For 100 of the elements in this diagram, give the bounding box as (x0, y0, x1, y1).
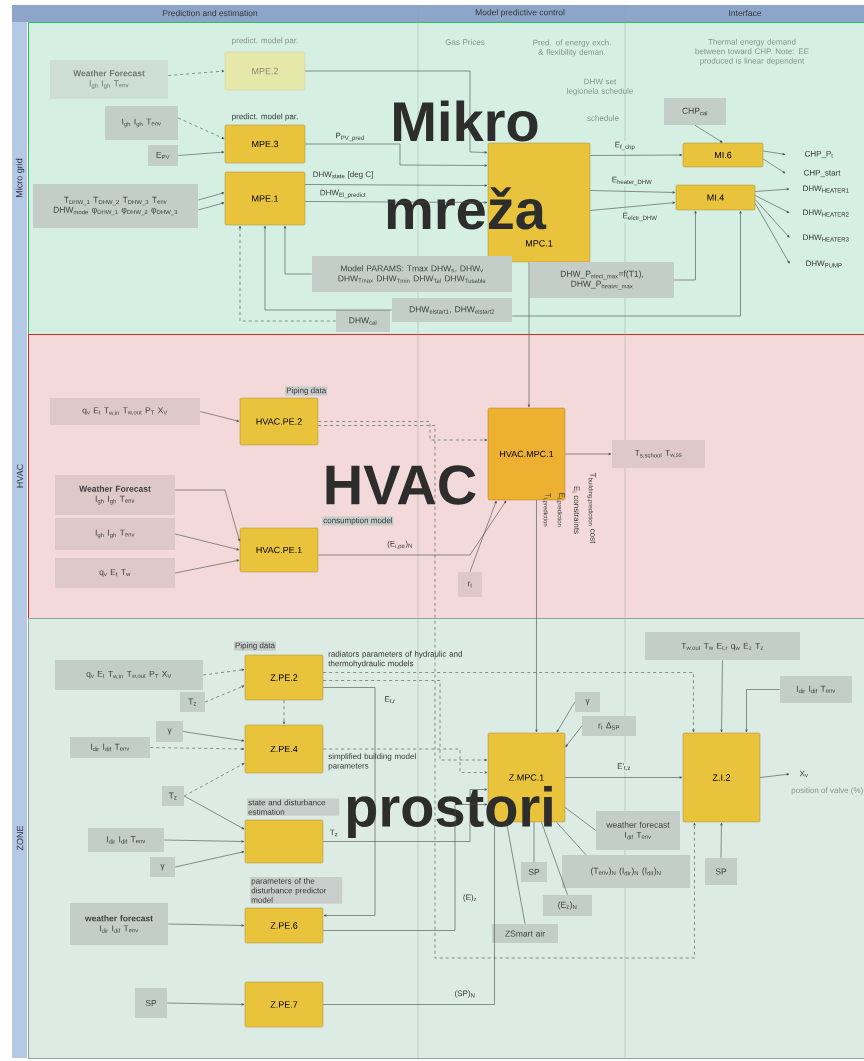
arrow (322, 822, 496, 1005)
arrow (163, 839, 245, 843)
output-text: DHW$_{HEATER3}$ (803, 234, 849, 242)
note-text: Gas Prices (445, 39, 485, 45)
annotation-text: predict. model par. (232, 113, 298, 121)
annotation-text: simplified building model parameters (328, 753, 416, 771)
arrow (282, 699, 286, 725)
annotation-text: E$_{i}$ constraints (572, 486, 580, 534)
edge-label: (E$_{i,pe}$)$_{N}$ (386, 539, 414, 551)
arrow (565, 725, 583, 748)
input-box: SP (135, 988, 167, 1018)
arrow (754, 188, 790, 192)
arrow (304, 184, 488, 187)
arrow (183, 763, 245, 797)
arrow (469, 500, 497, 573)
arrow (556, 701, 576, 733)
process-box: MPE.2 (224, 51, 306, 91)
connector-line (564, 807, 597, 831)
output-text: CHP_start (803, 169, 841, 178)
input-box: Weather Forecast I$_{gh}$ I$_{gh}$ T$_{env}$ (50, 60, 168, 99)
process-box: HVAC.PE.1 (239, 527, 319, 573)
connector-line (541, 821, 568, 896)
arrow (283, 225, 313, 275)
output-text: DHW$_{HEATER2}$ (803, 209, 849, 217)
input-box: SP (521, 862, 547, 882)
input-box: q$_{v}$ E$_{t}$ T$_{w,in}$ T$_{w,out}$ P$_{T}$ X$_{V}$ (55, 660, 203, 690)
input-box: I$_{dir}$ I$_{dif}$ T$_{env}$ (88, 828, 164, 852)
arrow (720, 822, 723, 859)
arrow (762, 158, 786, 174)
edge-label: P$_{PV_pred}$ (334, 131, 366, 143)
connector-line (556, 821, 587, 856)
edge-label: E'$_{t,z}$ (616, 762, 632, 772)
arrow (317, 421, 488, 442)
arrow (174, 533, 240, 551)
arrow (322, 687, 376, 917)
annotation-tag: parameters of the disturbance predictor model (250, 876, 343, 904)
process-box: Z.PE.7 (244, 981, 324, 1028)
process-box: HVAC.PE.2 (239, 397, 319, 446)
arrow (322, 672, 695, 733)
arrow (759, 773, 790, 778)
arrow (317, 425, 696, 959)
column-heading: Prediction and estimation (162, 9, 258, 17)
input-box: E$_{PV}$ (148, 145, 178, 166)
arrow (182, 731, 245, 742)
arrow (317, 500, 507, 556)
arrow (304, 70, 488, 154)
input-box: Weather Forecast I$_{gh}$ I$_{gh}$ T$_{env}$ (55, 475, 175, 515)
arrow (204, 685, 245, 703)
arrow (589, 190, 676, 194)
arrow (174, 559, 240, 574)
arrow (754, 203, 790, 264)
arrow (564, 776, 683, 779)
edge-label: T$_{z}$ (328, 828, 340, 838)
input-box: γ (156, 721, 183, 742)
input-box: Model PARAMS: Tmax DHW$_{s}$, DHW$_{v}$ DHW$_{Tmax}$ DHW$_{Tmin}$ DHW$_{Tal}$ DHW$_{Tusable}$ (312, 256, 512, 292)
arrow (202, 668, 245, 676)
input-box: q$_{v}$ E$_{t}$ T$_{w,in}$ T$_{w,out}$ P$_{T}$ X$_{V}$ (50, 398, 200, 425)
arrow (177, 117, 225, 139)
arrow (694, 124, 723, 143)
edge-label: E$_{t,r}$ (383, 695, 397, 705)
overlay-title: HVAC (326, 465, 476, 505)
connector-line (533, 821, 535, 863)
edge-label: E$_{f_chp}$ (613, 140, 637, 152)
input-box: T$_{z}$ (162, 786, 184, 806)
arrow (263, 225, 393, 311)
input-box: DHW$_{elstart1}$, DHW$_{elstart2}$ (392, 298, 512, 322)
input-box: T$_{DHW_1}$ T$_{DHW_2}$ T$_{DHW_3}$ T$_{env}$ DHW$_{mode}$ φ$_{DHW_1}$ φ$_{DHW_2}$ φ$_{DHW_3}$ (33, 184, 198, 228)
process-box: MPE.1 (224, 171, 306, 226)
input-box: I$_{dir}$ I$_{dif}$ T$_{env}$ (780, 676, 852, 703)
edge-label: (SP)$_{N}$ (453, 989, 477, 999)
input-box: SP (705, 858, 737, 885)
process-box: MI.6 (682, 142, 764, 168)
note-text: DHW set legionela schedule (567, 78, 633, 96)
note-text: schedule (587, 115, 619, 121)
note-text: predict. model par. (232, 37, 298, 45)
annotation-text: radiators parameters of hydraulic and thermohydraulic models (328, 650, 462, 668)
arrow (177, 151, 225, 156)
process-box: Z.PE.4 (244, 724, 324, 774)
arrow (754, 195, 790, 213)
arrow (589, 201, 676, 211)
arrow (149, 747, 245, 751)
input-box: r$_{t}$ Δ$_{SP}$ (582, 716, 636, 736)
input-box: T$_{s,school}$ T$_{w,ss}$ (612, 440, 705, 468)
node-label: T$_{z}$ (188, 698, 197, 706)
arrow (174, 489, 241, 542)
arrow (527, 261, 531, 408)
arrow (167, 70, 225, 76)
arrow (322, 803, 488, 931)
arrow (238, 225, 337, 322)
input-box: weather forecast I$_{dif}$ T$_{env}$ (596, 811, 680, 850)
process-box: MI.4 (675, 184, 756, 211)
input-box: ZSmart air (492, 924, 558, 943)
input-box: r$_{t}$ (458, 572, 482, 597)
node-label: HVAC (16, 464, 24, 488)
arrow (762, 150, 786, 156)
arrow (673, 210, 697, 281)
arrow (197, 202, 225, 211)
input-box: γ (575, 692, 600, 712)
annotation-tag: Piping data (234, 641, 276, 651)
input-box: weather forecast I$_{dir}$ I$_{dif}$ T$_{env}$ (70, 903, 168, 945)
